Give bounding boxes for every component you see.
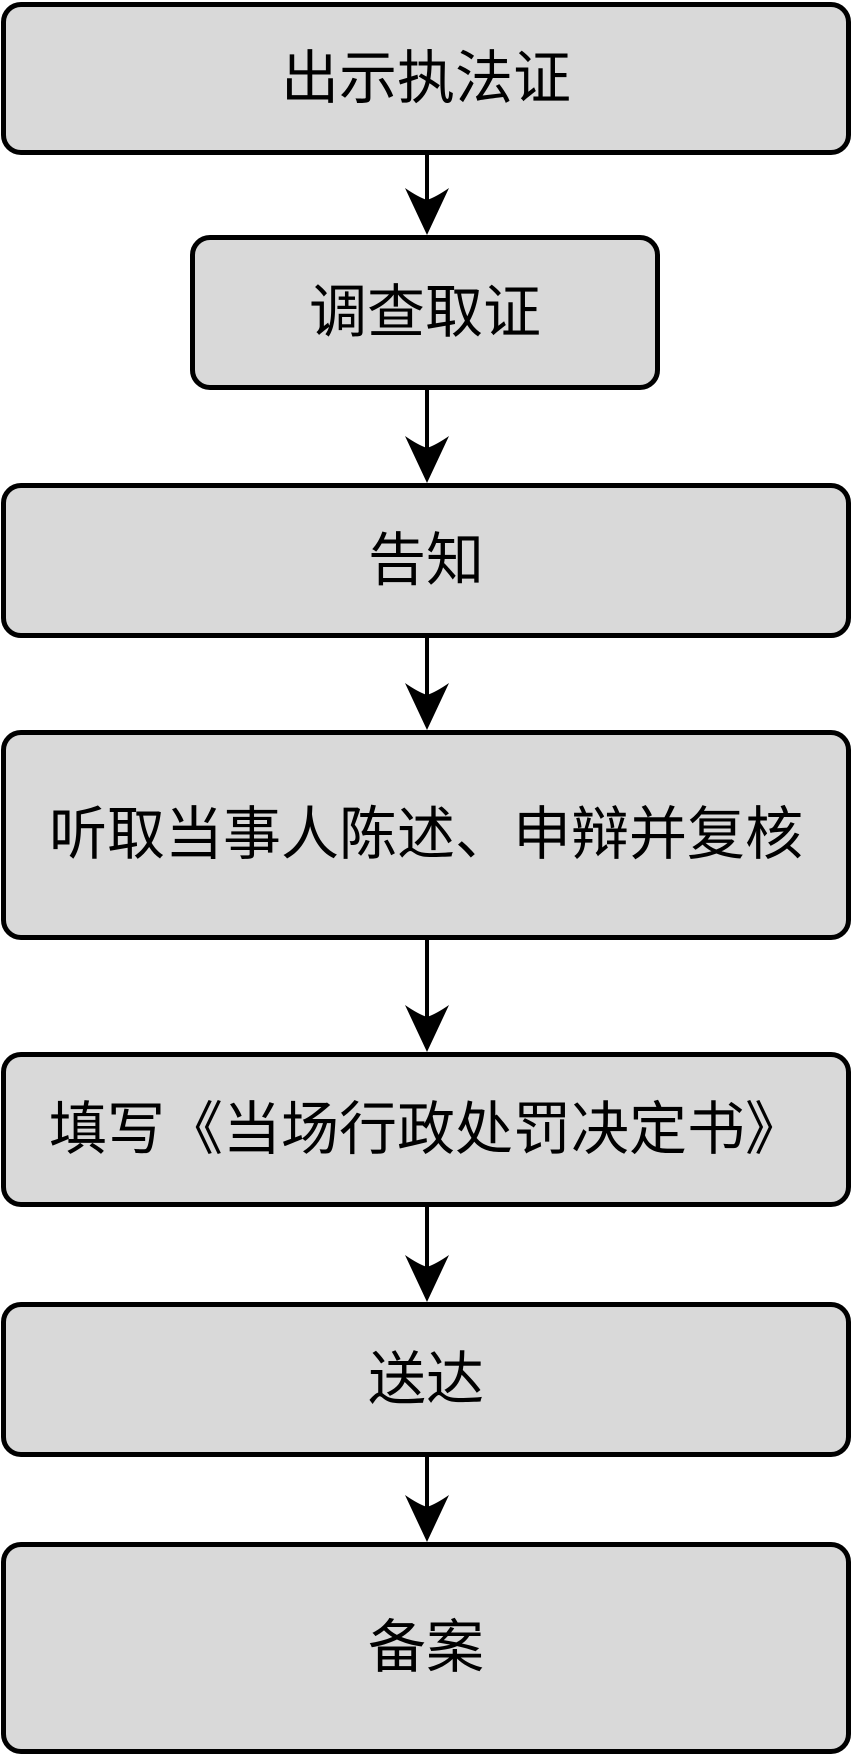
arrow-down-icon [405, 1255, 449, 1302]
flow-node-file-for-record: 备案 [1, 1542, 851, 1754]
flow-node-investigate-and-collect-evidence: 调查取证 [190, 235, 660, 390]
arrow-down-icon [405, 683, 449, 730]
connector-arrow-4 [405, 940, 449, 1052]
arrow-line [425, 940, 429, 1026]
arrow-line [425, 1207, 429, 1276]
flow-node-hear-statement-defense-review: 听取当事人陈述、申辩并复核 [1, 730, 851, 940]
flow-node-label: 调查取证 [308, 279, 541, 345]
connector-arrow-2 [405, 390, 449, 483]
flow-node-label: 填写《当场行政处罚决定书》 [48, 1096, 803, 1162]
arrow-line [425, 390, 429, 457]
arrow-line [425, 638, 429, 704]
arrow-down-icon [405, 1005, 449, 1052]
flow-node-label: 出示执法证 [280, 45, 571, 111]
arrow-down-icon [405, 436, 449, 483]
flow-node-label: 送达 [367, 1346, 484, 1412]
connector-arrow-3 [405, 638, 449, 730]
arrow-down-icon [405, 188, 449, 235]
flow-node-show-enforcement-certificate: 出示执法证 [1, 2, 851, 155]
flow-node-label: 备案 [367, 1615, 484, 1681]
arrow-line [425, 155, 429, 209]
arrow-down-icon [405, 1495, 449, 1542]
connector-arrow-1 [405, 155, 449, 235]
arrow-line [425, 1457, 429, 1516]
connector-arrow-5 [405, 1207, 449, 1302]
flow-node-label: 听取当事人陈述、申辩并复核 [48, 802, 803, 868]
flow-node-deliver: 送达 [1, 1302, 851, 1457]
flow-node-fill-penalty-decision-form: 填写《当场行政处罚决定书》 [1, 1052, 851, 1207]
connector-arrow-6 [405, 1457, 449, 1542]
flow-node-notify: 告知 [1, 483, 851, 638]
flow-node-label: 告知 [367, 527, 484, 593]
